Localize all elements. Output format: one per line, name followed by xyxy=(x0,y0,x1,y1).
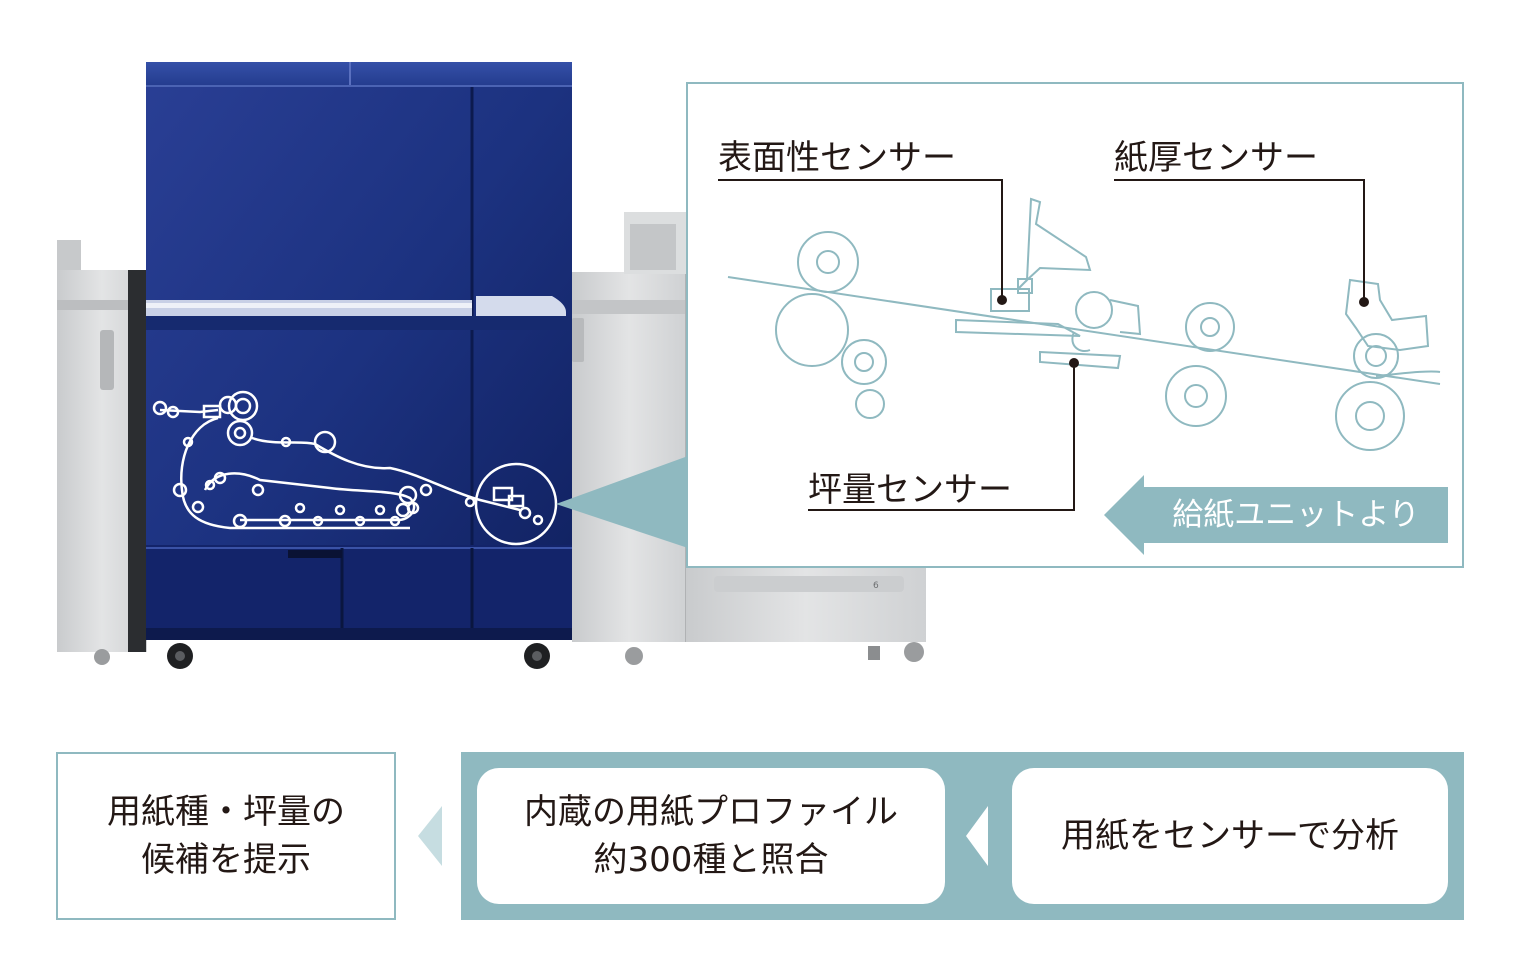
flow-compare-line1: 内蔵の用紙プロファイル xyxy=(524,788,898,836)
paper-feed-label: 給紙ユニットより xyxy=(1144,487,1448,543)
flow-result-line2: 候補を提示 xyxy=(141,836,311,884)
flow-step-compare-profiles: 内蔵の用紙プロファイル 約300種と照合 xyxy=(477,768,945,904)
flow-step-sensor-analysis: 用紙をセンサーで分析 xyxy=(1012,768,1448,904)
weight-sensor-label: 坪量センサー xyxy=(808,462,1012,511)
flow-step-suggest-candidates: 用紙種・坪量の 候補を提示 xyxy=(56,752,396,920)
arrow-left-icon xyxy=(1104,475,1144,555)
surface-sensor-label: 表面性センサー xyxy=(718,130,956,179)
left-stacker-module xyxy=(57,240,147,665)
flow-arrow-left-icon xyxy=(966,806,988,866)
flow-result-line1: 用紙種・坪量の xyxy=(107,788,345,836)
sensor-detail-callout: 表面性センサー 紙厚センサー 坪量センサー 給紙ユニットより xyxy=(686,82,1464,568)
thickness-sensor-label: 紙厚センサー xyxy=(1114,130,1318,179)
flow-compare-line2: 約300種と照合 xyxy=(594,836,829,884)
flow-analyze-text: 用紙をセンサーで分析 xyxy=(1061,812,1399,860)
main-engine-body xyxy=(146,62,572,669)
tray-number: 6 xyxy=(873,581,879,591)
flow-arrow-left-icon xyxy=(418,806,442,866)
paper-feed-arrow: 給紙ユニットより xyxy=(1104,487,1448,543)
